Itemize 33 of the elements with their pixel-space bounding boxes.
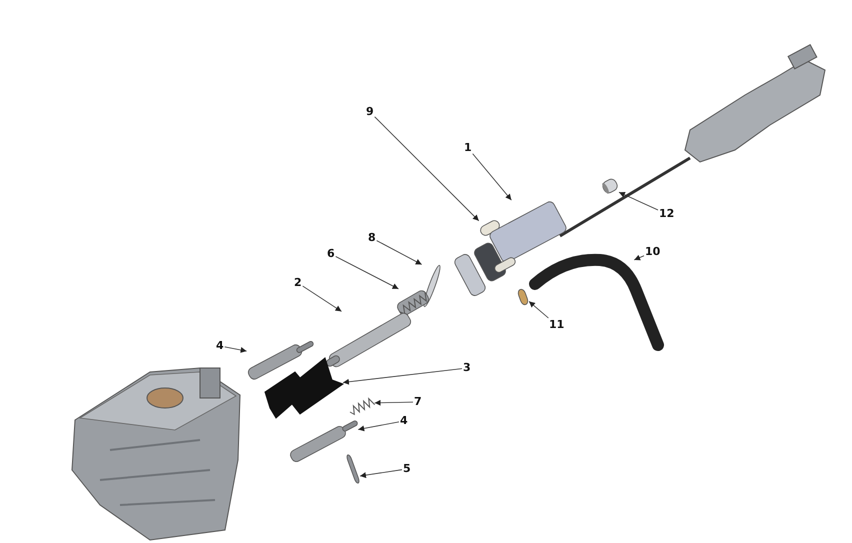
callout-number: 7 [414,396,422,408]
leader-line [358,422,400,432]
leader-line [374,116,480,222]
cylinder-drawing [452,200,568,298]
leader-line [376,240,422,265]
leader-line [634,254,644,260]
rod-drawing [246,340,315,382]
hose-drawing [529,254,664,351]
callout-number: 11 [549,319,564,331]
leader-line [472,153,512,200]
leader-line [335,256,399,290]
callout-number: 9 [366,106,374,118]
rod-drawing [288,420,359,464]
callout-number: 4 [216,340,224,352]
leader-line [360,469,402,478]
leader-line [528,301,549,318]
leader-line [342,368,462,385]
guide-block-drawing [264,357,344,419]
callout-number: 8 [368,232,376,244]
callout-number: 3 [463,362,471,374]
leader-line [618,192,658,210]
callout-number: 1 [464,142,472,154]
spring-drawing [350,397,376,416]
callout-number: 2 [294,277,302,289]
leader-line [302,286,342,312]
leader-line [224,346,247,353]
fitting-drawing [516,288,530,306]
callout-number: 4 [400,415,408,427]
callout-number: 12 [659,208,674,220]
callout-number: 10 [645,246,660,258]
callout-number: 6 [327,248,335,260]
callout-number: 5 [403,463,411,475]
leader-line [374,400,414,406]
